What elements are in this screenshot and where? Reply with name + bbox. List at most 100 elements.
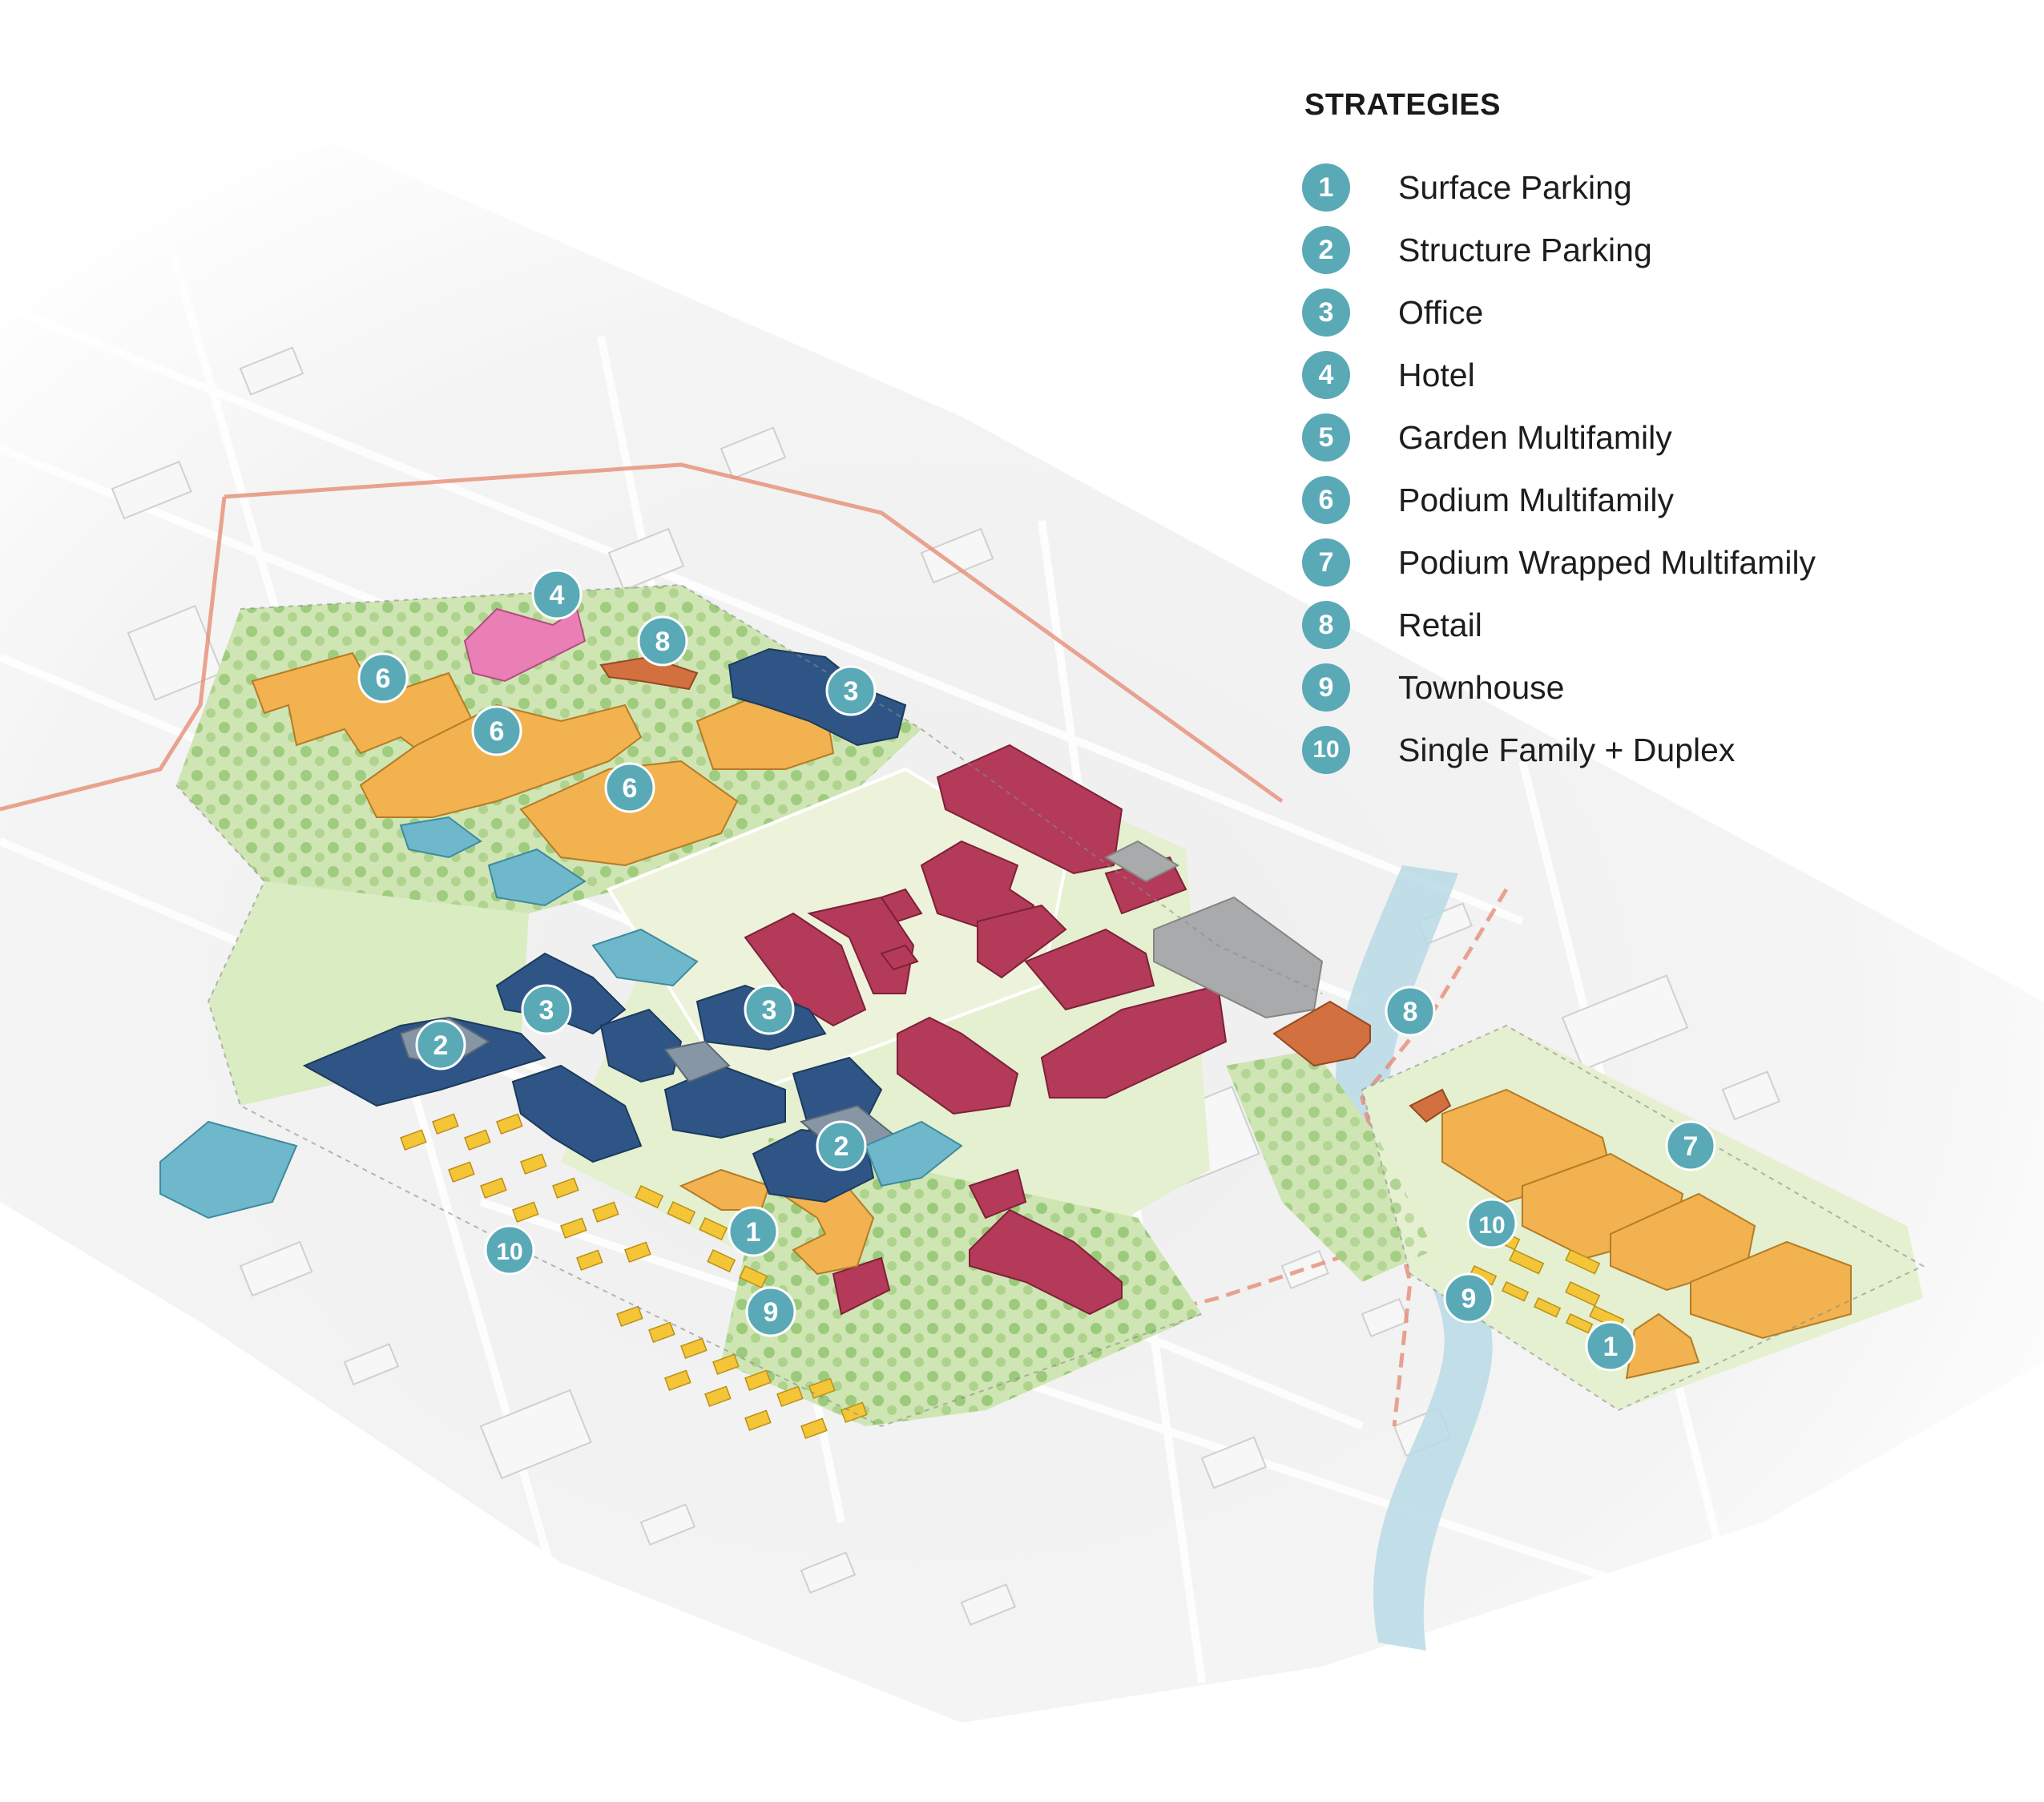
map-markers: 4 8 6 6 6 3 3 3 2 2 8 7 10 1 9 10 9 1 (357, 569, 1716, 1372)
map-marker-circle (816, 1120, 867, 1171)
map-marker-circle (728, 1206, 779, 1257)
map-marker: 7 (1665, 1120, 1716, 1171)
legend-badge: 7 (1302, 538, 1350, 587)
map-marker: 3 (825, 665, 877, 716)
map-marker: 8 (637, 615, 688, 667)
map-marker-label: 7 (1683, 1131, 1699, 1162)
map-marker-label: 8 (655, 627, 671, 657)
map-marker-label: 2 (834, 1131, 849, 1162)
map-marker-circle (744, 984, 795, 1035)
map-marker-circle (825, 665, 877, 716)
river (1335, 865, 1493, 1651)
map-marker: 1 (1585, 1320, 1636, 1372)
legend-badge: 6 (1302, 476, 1350, 524)
trail-lines (0, 462, 1509, 1427)
existing-buildings (1103, 840, 1324, 1019)
map-marker: 3 (744, 984, 795, 1035)
mixed-use-buildings (744, 744, 1228, 1316)
legend-label: Garden Multifamily (1398, 418, 1672, 456)
map-marker-circle (1585, 1320, 1636, 1372)
map-marker-label: 3 (539, 995, 554, 1026)
legend-label: Office (1398, 293, 1484, 331)
map-marker-label: 6 (376, 663, 391, 694)
legend-badge: 5 (1302, 413, 1350, 462)
legend-badge: 4 (1302, 351, 1350, 399)
map-marker: 1 (728, 1206, 779, 1257)
map-marker-label: 10 (1478, 1212, 1505, 1239)
map-marker-label: 6 (490, 716, 505, 747)
map-marker: 8 (1385, 986, 1436, 1037)
legend-label: Retail (1398, 606, 1482, 643)
podium-multifamily-buildings (251, 651, 1852, 1380)
legend-item: 5 Garden Multifamily (1302, 413, 2023, 462)
legend-item: 6 Podium Multifamily (1302, 475, 2023, 525)
context-buildings (111, 346, 1861, 1627)
legend-label: Townhouse (1398, 668, 1565, 706)
hotel-building (463, 607, 587, 683)
legend-item: 2 Structure Parking (1302, 225, 2023, 275)
legend-item: 4 Hotel (1302, 350, 2023, 400)
map-marker: 3 (521, 984, 572, 1035)
legend-badge: 8 (1302, 601, 1350, 649)
map-marker: 10 (1466, 1198, 1518, 1249)
map-marker-label: 2 (433, 1030, 449, 1061)
legend-badge: 10 (1302, 726, 1350, 774)
map-marker: 6 (604, 762, 655, 813)
map-marker-label: 3 (844, 676, 859, 707)
map-marker-circle (357, 652, 409, 703)
map-marker-circle (484, 1224, 535, 1276)
map-marker-circle (1385, 986, 1436, 1037)
single-family-clusters (400, 1113, 1625, 1439)
map-marker-circle (745, 1286, 796, 1337)
map-marker-circle (604, 762, 655, 813)
legend-label: Single Family + Duplex (1398, 731, 1736, 768)
legend-badge: 1 (1302, 163, 1350, 212)
garden-multifamily-buildings (159, 816, 963, 1219)
map-marker: 6 (357, 652, 409, 703)
map-marker: 9 (745, 1286, 796, 1337)
legend-label: Hotel (1398, 356, 1475, 393)
legend-item: 1 Surface Parking (1302, 163, 2023, 212)
legend-badge: 9 (1302, 663, 1350, 712)
legend-title: STRATEGIES (1304, 88, 1501, 122)
map-marker-label: 8 (1403, 997, 1418, 1027)
map-marker-circle (415, 1019, 466, 1070)
map-marker: 4 (531, 569, 583, 620)
map-marker-label: 9 (764, 1297, 779, 1328)
legend-badge: 3 (1302, 288, 1350, 337)
map-marker: 9 (1443, 1272, 1494, 1324)
legend-label: Surface Parking (1398, 168, 1632, 206)
retail-buildings (599, 655, 1452, 1123)
map-marker-label: 4 (550, 580, 565, 611)
legend-item: 7 Podium Wrapped Multifamily (1302, 538, 2023, 587)
map-marker: 10 (484, 1224, 535, 1276)
map-marker-label: 1 (1603, 1332, 1619, 1362)
legend-item: 3 Office (1302, 288, 2023, 337)
map-marker: 6 (471, 705, 522, 756)
legend-item: 10 Single Family + Duplex (1302, 725, 2023, 775)
map-marker-label: 3 (762, 995, 777, 1026)
legend-list: 1 Surface Parking 2 Structure Parking 3 Offic… (1302, 163, 2023, 775)
legend-item: 9 Townhouse (1302, 663, 2023, 712)
legend-label: Podium Multifamily (1398, 481, 1675, 518)
legend-badge: 2 (1302, 226, 1350, 274)
map-marker: 2 (415, 1019, 466, 1070)
map-marker-circle (1466, 1198, 1518, 1249)
map-marker: 2 (816, 1120, 867, 1171)
map-marker-label: 10 (496, 1239, 522, 1265)
legend-item: 8 Retail (1302, 600, 2023, 650)
map-marker-label: 6 (623, 773, 638, 804)
map-marker-circle (637, 615, 688, 667)
strategies-legend: STRATEGIES 1 Surface Parking 2 Structure Pa… (1302, 88, 2023, 788)
map-marker-label: 9 (1461, 1284, 1477, 1314)
map-marker-circle (1443, 1272, 1494, 1324)
legend-label: Podium Wrapped Multifamily (1398, 543, 1816, 581)
map-marker-circle (1665, 1120, 1716, 1171)
map-marker-circle (531, 569, 583, 620)
site-boundary (175, 583, 1925, 1428)
map-marker-label: 1 (746, 1217, 761, 1248)
legend-label: Structure Parking (1398, 231, 1652, 268)
map-marker-circle (471, 705, 522, 756)
map-marker-circle (521, 984, 572, 1035)
